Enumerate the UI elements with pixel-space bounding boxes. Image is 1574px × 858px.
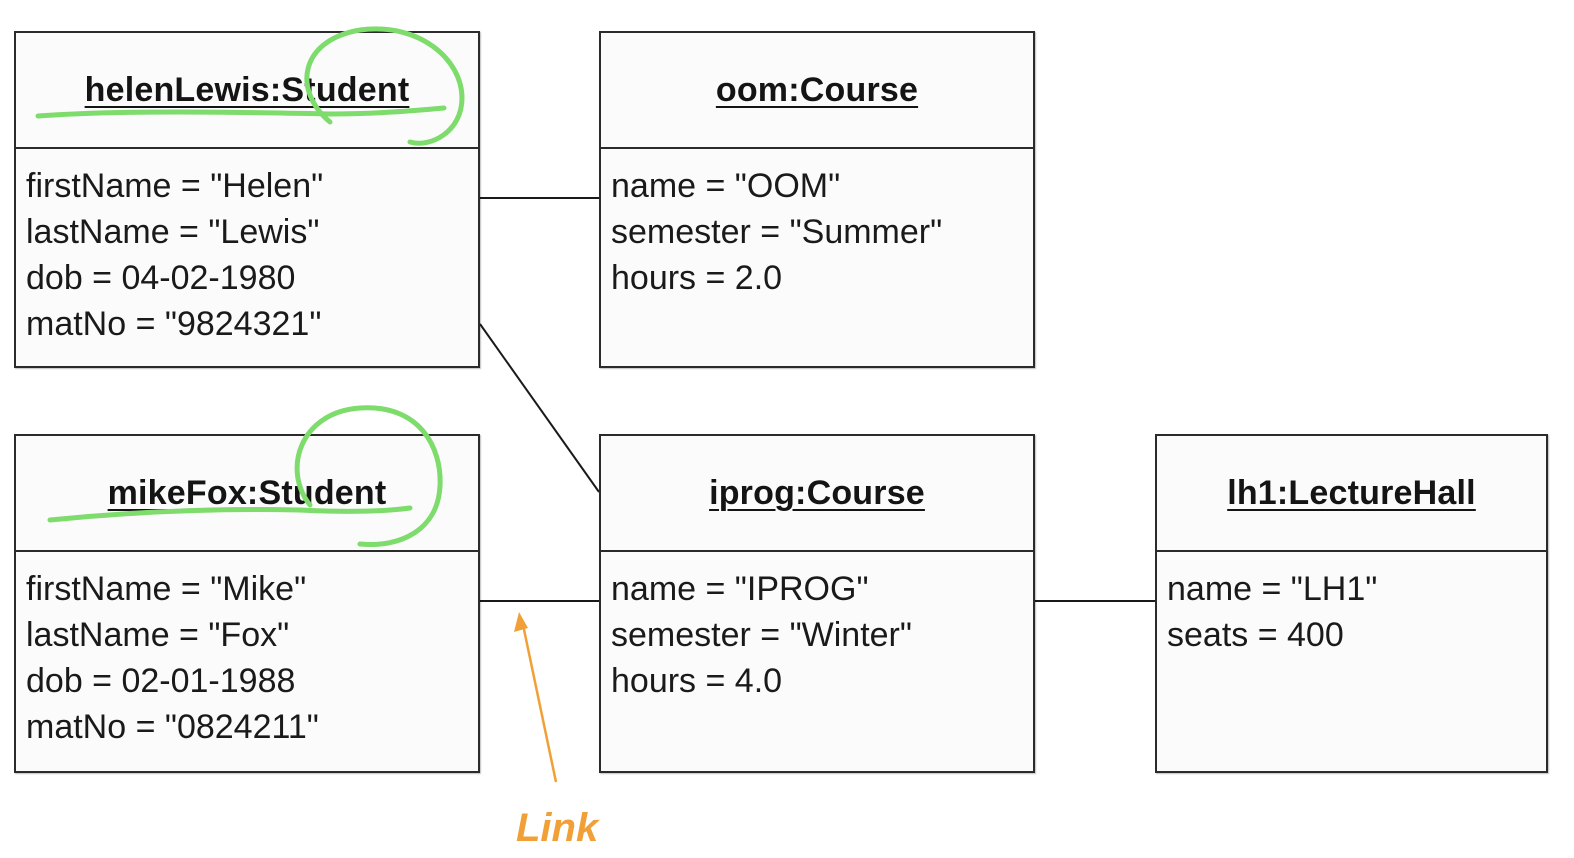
attribute: matNo = "0824211" — [26, 708, 319, 746]
attribute-list: name = "LH1" seats = 400 — [1157, 552, 1546, 658]
object-mikefox-student: mikeFox:Student firstName = "Mike" lastN… — [14, 434, 480, 773]
object-header: oom:Course — [601, 33, 1033, 149]
attribute: matNo = "9824321" — [26, 305, 322, 343]
object-header: iprog:Course — [601, 436, 1033, 552]
attribute: lastName = "Lewis" — [26, 213, 320, 251]
attribute-list: firstName = "Helen" lastName = "Lewis" d… — [16, 149, 478, 347]
object-iprog-course: iprog:Course name = "IPROG" semester = "… — [599, 434, 1035, 773]
link-helen-iprog — [479, 323, 600, 493]
attribute: name = "OOM" — [611, 167, 841, 205]
attribute-list: firstName = "Mike" lastName = "Fox" dob … — [16, 552, 478, 750]
object-title: mikeFox:Student — [107, 473, 387, 512]
object-title: lh1:LectureHall — [1227, 473, 1476, 512]
object-title: oom:Course — [715, 70, 919, 109]
object-header: helenLewis:Student — [16, 33, 478, 149]
attribute: hours = 4.0 — [611, 662, 783, 700]
link-annotation-label: Link — [516, 806, 599, 850]
object-title: helenLewis:Student — [84, 70, 410, 109]
object-header: lh1:LectureHall — [1157, 436, 1546, 552]
attribute-list: name = "IPROG" semester = "Winter" hours… — [601, 552, 1033, 704]
object-title: iprog:Course — [709, 473, 925, 512]
attribute: dob = 04-02-1980 — [26, 259, 296, 297]
annotation-arrow — [520, 619, 558, 783]
object-oom-course: oom:Course name = "OOM" semester = "Summ… — [599, 31, 1035, 368]
attribute: semester = "Summer" — [611, 213, 943, 251]
attribute: seats = 400 — [1167, 616, 1344, 654]
attribute: dob = 02-01-1988 — [26, 662, 296, 700]
attribute-list: name = "OOM" semester = "Summer" hours =… — [601, 149, 1033, 301]
attribute: name = "IPROG" — [611, 570, 869, 608]
attribute: hours = 2.0 — [611, 259, 783, 297]
attribute: firstName = "Helen" — [26, 167, 324, 205]
object-lh1-lecturehall: lh1:LectureHall name = "LH1" seats = 400 — [1155, 434, 1548, 773]
attribute: semester = "Winter" — [611, 616, 912, 654]
object-helenlewis-student: helenLewis:Student firstName = "Helen" l… — [14, 31, 480, 368]
attribute: firstName = "Mike" — [26, 570, 307, 608]
annotation-arrowhead — [514, 612, 528, 632]
attribute: name = "LH1" — [1167, 570, 1378, 608]
object-header: mikeFox:Student — [16, 436, 478, 552]
attribute: lastName = "Fox" — [26, 616, 290, 654]
